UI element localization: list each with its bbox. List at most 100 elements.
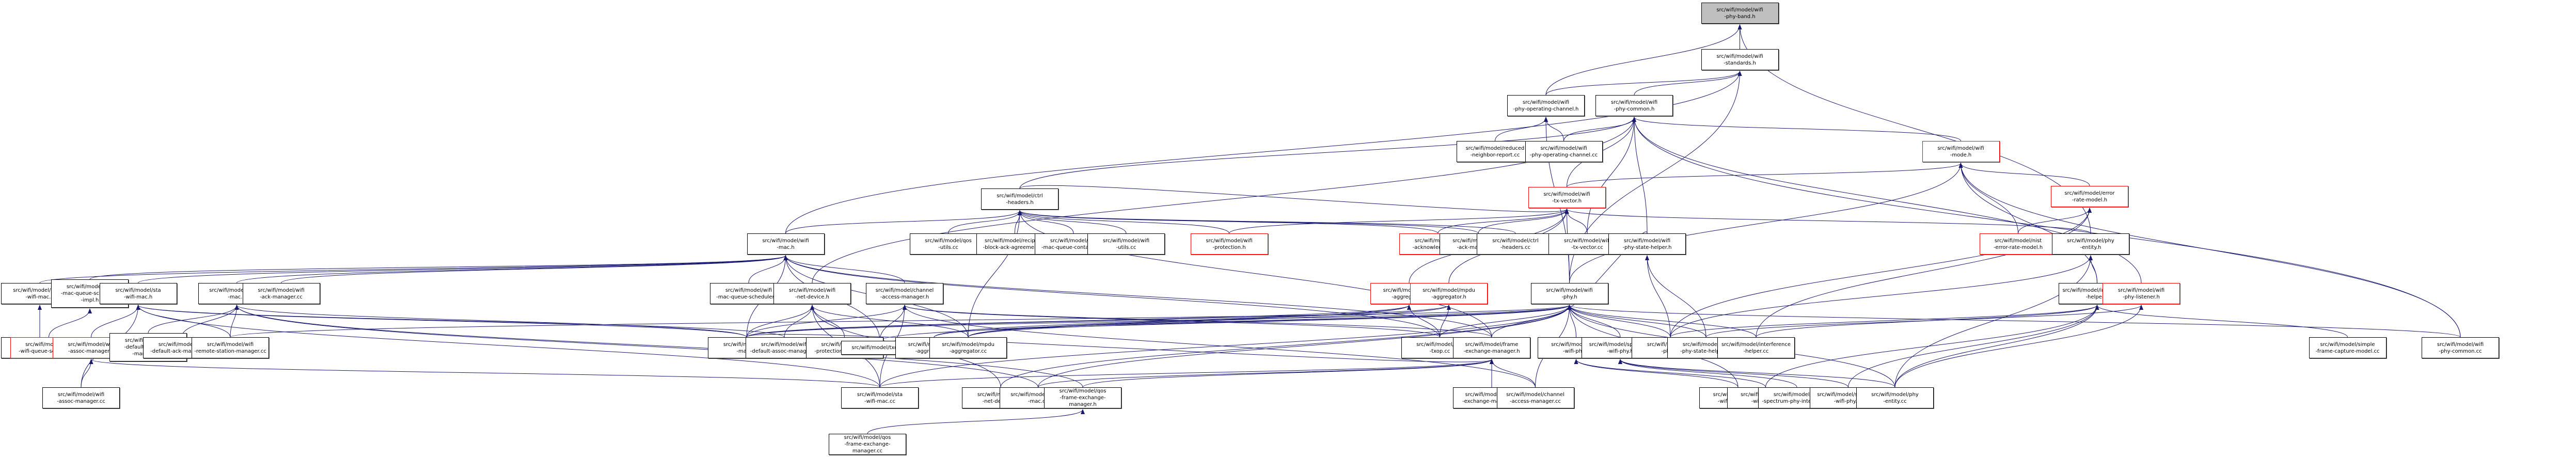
node-simple-frame-capture-model-cc[interactable]: src/wifi/model/simple -frame-capture-mod…	[2309, 337, 2387, 358]
node-label: src/wifi/model/reduced -neighbor-report.…	[1465, 145, 1525, 158]
edge-wifi-acknowledgment-h-to-ctrl-headers-h	[1018, 210, 1439, 234]
edge-wifi-mac-cc-to-channel-access-manager-h	[746, 305, 907, 338]
edge-wifi-mac-h-to-ctrl-headers-h	[785, 210, 1022, 234]
edge-wifi-phy-cc-to-wifi-phy-h	[1567, 305, 1671, 338]
node-label: src/wifi/model/yans -wifi-phy.h	[1551, 341, 1601, 354]
node-wifi-phy-h[interactable]: src/wifi/model/wifi -phy.h	[1530, 283, 1608, 304]
edge-wifi-default-assoc-manager-cc-to-wifi-net-device-h	[784, 305, 814, 338]
edge-wifi-tx-vector-cc-to-wifi-tx-vector-h	[1564, 209, 1588, 234]
node-wifi-mode-h[interactable]: src/wifi/model/wifi -mode.h	[1922, 141, 2000, 162]
node-wifi-protection-h[interactable]: src/wifi/model/wifi -protection.h	[1190, 233, 1268, 255]
node-label: src/wifi/model/adhoc -wifi-mac.h	[13, 287, 67, 300]
node-mpdu-aggregator-h[interactable]: src/wifi/model/mpdu -aggregator.h	[1410, 283, 1488, 304]
node-wifi-assoc-manager-cc[interactable]: src/wifi/model/wifi -assoc-manager.cc	[42, 387, 120, 408]
node-wifi-net-device-h[interactable]: src/wifi/model/wifi -net-device.h	[773, 283, 851, 304]
node-wifi-standards-h[interactable]: src/wifi/model/wifi -standards.h	[1701, 49, 1779, 70]
edge-phy-entity-cc-to-wifi-phy-listener-h	[1894, 305, 2143, 388]
node-label: src/wifi/model/wifi -mac.h	[762, 238, 809, 250]
edge-qos-txop-cc-to-wifi-phy-h	[1440, 305, 1572, 338]
edge-block-ack-manager-cc-to-wifi-tx-vector-h	[1478, 209, 1569, 234]
edge-interference-helper-cc-to-wifi-phy-h	[1567, 305, 1757, 338]
node-wifi-remote-station-manager-cc[interactable]: src/wifi/model/wifi -remote-station-mana…	[192, 337, 269, 358]
edge-wifi-mac-cc-to-wifi-phy-h	[746, 305, 1572, 338]
node-label: src/wifi/model/wifi -phy-listener.h	[2117, 287, 2165, 300]
edge-wifi-default-ack-manager-cc-to-ap-wifi-mac-h	[181, 305, 239, 338]
node-wifi-mac-h[interactable]: src/wifi/model/wifi -mac.h	[747, 233, 825, 255]
node-label: src/wifi/model/wifi -phy-operating-chann…	[1513, 99, 1579, 112]
edge-wifi-phy-operating-channel-h-to-wifi-standards-h	[1545, 71, 1742, 96]
node-channel-access-manager-cc[interactable]: src/wifi/model/channel -access-manager.c…	[1496, 387, 1574, 408]
edge-ctrl-headers-h-to-wifi-phy-common-h	[1019, 117, 1636, 189]
node-wifi-phy-band-h[interactable]: src/wifi/model/wifi -phy-band.h	[1701, 3, 1779, 24]
node-label: src/wifi/model/qos -frame-exchange-manag…	[844, 435, 891, 454]
edge-interference-helper-cc-to-error-rate-model-h	[1756, 208, 2092, 338]
node-label: src/wifi/model/sta -wifi-mac.h	[115, 287, 161, 300]
node-label: src/wifi/model/channel -access-manager.c…	[1506, 391, 1564, 404]
node-phy-entity-h[interactable]: src/wifi/model/phy -entity.h	[2052, 233, 2129, 255]
edge-yans-wifi-phy-cc-to-interference-helper-h	[1765, 305, 2099, 388]
node-phy-entity-cc[interactable]: src/wifi/model/phy -entity.cc	[1856, 387, 1934, 408]
node-wifi-phy-operating-channel-h[interactable]: src/wifi/model/wifi -phy-operating-chann…	[1507, 95, 1585, 116]
edge-ap-wifi-mac-cc-to-wifi-phy-h	[1038, 305, 1572, 388]
node-wifi-utils-cc[interactable]: src/wifi/model/wifi -utils.cc	[1087, 233, 1165, 255]
edge-phy-entity-cc-to-interference-helper-h	[1894, 305, 2099, 388]
node-label: src/wifi/model/mpdu -aggregator.cc	[942, 341, 994, 354]
edge-spectrum-wifi-phy-cc-to-interference-helper-h	[1848, 305, 2099, 388]
edge-wifi-protection-manager-cc-to-wifi-net-device-h	[810, 305, 845, 338]
node-label: src/wifi/model/ctrl -headers.h	[997, 193, 1043, 206]
edge-wifi-spectrum-phy-interface-cc-to-spectrum-wifi-phy-h	[1618, 359, 1797, 388]
node-error-rate-model-h[interactable]: src/wifi/model/error -rate-model.h	[2051, 186, 2128, 207]
node-wifi-tx-vector-h[interactable]: src/wifi/model/wifi -tx-vector.h	[1528, 187, 1606, 208]
node-ctrl-headers-cc[interactable]: src/wifi/model/ctrl -headers.cc	[1477, 233, 1554, 255]
node-ack-manager-cc[interactable]: src/wifi/model/wifi -ack-manager.cc	[242, 283, 320, 304]
node-label: src/wifi/model/wifi -mode.h	[1937, 145, 1984, 158]
edge-wifi-protection-h-to-ctrl-headers-h	[1018, 210, 1229, 234]
edge-sta-wifi-mac-cc-to-sta-wifi-mac-h	[136, 305, 880, 388]
edge-phy-entity-cc-to-spectrum-wifi-phy-h	[1618, 359, 1895, 388]
edge-channel-access-manager-h-to-wifi-mac-h	[783, 255, 905, 283]
node-label: src/wifi/model/wifi -phy.h	[1546, 287, 1593, 300]
edge-mpdu-aggregator-cc-to-msdu-aggregator-h	[968, 305, 1411, 338]
edge-wifi-tx-vector-h-to-wifi-mode-h	[1567, 163, 1963, 187]
node-label: src/wifi/model/channel -access-manager.h	[875, 287, 934, 300]
node-qos-frame-exchange-manager-cc[interactable]: src/wifi/model/qos -frame-exchange-manag…	[829, 434, 906, 455]
edge-error-rate-model-h-to-wifi-mode-h	[1958, 163, 2090, 186]
node-wifi-phy-state-helper-h[interactable]: src/wifi/model/wifi -phy-state-helper.h	[1608, 233, 1686, 255]
node-interference-helper-cc[interactable]: src/wifi/model/interference -helper.cc	[1717, 337, 1795, 358]
node-wifi-phy-listener-h[interactable]: src/wifi/model/wifi -phy-listener.h	[2103, 283, 2180, 304]
node-label: src/wifi/model/phy -entity.cc	[1871, 391, 1919, 404]
node-label: src/wifi/model/frame -exchange-manager.h	[1463, 341, 1520, 354]
edge-wifi-phy-state-helper-h-to-wifi-phy-common-h	[1632, 117, 1648, 234]
edge-wifi-phy-cc-to-phy-entity-h	[1670, 255, 2093, 338]
node-label: src/wifi/model/wifi -mac-queue-scheduler…	[716, 287, 781, 300]
edge-frame-exchange-manager-h-to-wifi-mac-h	[783, 255, 1492, 338]
node-label: src/wifi/model/qos -frame-exchange-manag…	[1059, 388, 1107, 407]
node-channel-access-manager-h[interactable]: src/wifi/model/channel -access-manager.h	[866, 283, 943, 304]
edge-wifi-phy-common-cc-to-wifi-mode-h	[1958, 163, 2461, 338]
node-wifi-phy-common-cc[interactable]: src/wifi/model/wifi -phy-common.cc	[2422, 337, 2499, 358]
node-reduced-neighbor-report-cc[interactable]: src/wifi/model/reduced -neighbor-report.…	[1456, 141, 1534, 162]
node-frame-exchange-manager-h[interactable]: src/wifi/model/frame -exchange-manager.h	[1453, 337, 1530, 358]
node-label: src/wifi/model/spectrum -wifi-phy.cc	[1817, 391, 1879, 404]
node-label: src/wifi/model/wifi -assoc-manager.h	[68, 341, 115, 354]
node-sta-wifi-mac-h[interactable]: src/wifi/model/sta -wifi-mac.h	[99, 283, 177, 304]
node-label: src/wifi/model/ctrl -headers.cc	[1492, 238, 1539, 250]
node-ctrl-headers-h[interactable]: src/wifi/model/ctrl -headers.h	[981, 188, 1058, 210]
node-label: src/wifi/model/nist -error-rate-model.h	[1993, 238, 2043, 250]
node-sta-wifi-mac-cc[interactable]: src/wifi/model/sta -wifi-mac.cc	[841, 387, 919, 408]
node-wifi-phy-operating-channel-cc[interactable]: src/wifi/model/wifi -phy-operating-chann…	[1525, 141, 1603, 162]
node-label: src/wifi/model/wifi -default-assoc-manag…	[750, 341, 819, 354]
node-label: src/wifi/model/wifi -net-device.h	[788, 287, 836, 300]
edge-adhoc-wifi-mac-h-to-wifi-mac-h	[39, 255, 788, 283]
edge-wifi-phy-cc-to-error-rate-model-h	[1670, 208, 2092, 338]
node-wifi-phy-common-h[interactable]: src/wifi/model/wifi -phy-common.h	[1595, 95, 1673, 116]
node-qos-utils-cc[interactable]: src/wifi/model/qos -utils.cc	[909, 233, 987, 255]
edge-ctrl-headers-cc-to-ctrl-headers-h	[1018, 210, 1516, 234]
edge-wifi-mac-cc-to-ap-wifi-mac-h	[234, 305, 747, 338]
node-nist-error-rate-model-h[interactable]: src/wifi/model/nist -error-rate-model.h	[1979, 233, 2057, 255]
edge-wifi-default-assoc-manager-cc-to-sta-wifi-mac-h	[136, 305, 785, 338]
node-label: src/wifi/model/qos -utils.cc	[925, 238, 972, 250]
node-mpdu-aggregator-cc[interactable]: src/wifi/model/mpdu -aggregator.cc	[929, 337, 1007, 358]
node-qos-frame-exchange-manager-h[interactable]: src/wifi/model/qos -frame-exchange-manag…	[1044, 387, 1121, 408]
edge-wifi-phy-state-helper-cc-to-wifi-phy-state-helper-h	[1645, 255, 1706, 338]
